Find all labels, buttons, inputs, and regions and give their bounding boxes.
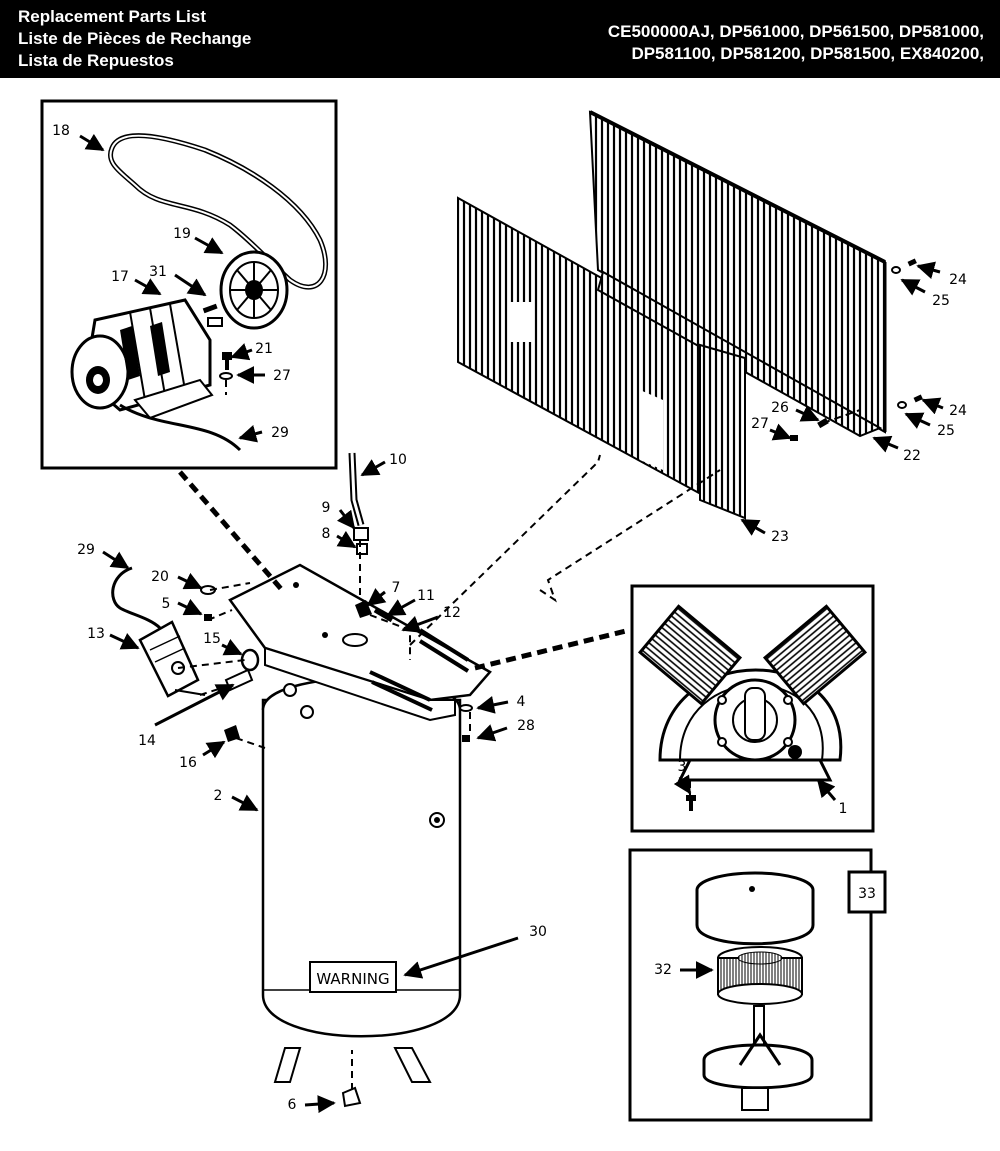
callout-numbers: 18 19 17 31 21 27 29 10 9 8 29 20 5 7 11… <box>52 123 967 1113</box>
pump-inset-panel <box>630 584 875 833</box>
air-filter-inset-panel <box>628 848 887 1122</box>
title-french: Liste de Pièces de Rechange <box>18 29 252 48</box>
leader-lines <box>177 380 861 1090</box>
callout-25-top: 25 <box>932 293 950 309</box>
callout-28: 28 <box>517 718 535 734</box>
callout-21: 21 <box>255 341 273 357</box>
header-bar: Replacement Parts List Liste de Pièces d… <box>0 0 1000 78</box>
callout-arrows <box>79 133 944 1114</box>
belt-guard <box>457 110 923 520</box>
callout-2: 2 <box>214 788 223 804</box>
callout-29-motor: 29 <box>271 425 289 441</box>
callout-23: 23 <box>771 529 789 545</box>
power-cord <box>119 403 242 452</box>
model-list-line-1: CE500000AJ, DP561000, DP561500, DP581000… <box>607 22 984 41</box>
callout-10: 10 <box>389 452 407 468</box>
callout-30: 30 <box>529 924 547 940</box>
callout-5: 5 <box>162 596 171 612</box>
callout-27-motor: 27 <box>273 368 291 384</box>
motor-inset-panel <box>40 99 338 470</box>
callout-22: 22 <box>903 448 921 464</box>
discharge-tube <box>348 452 394 623</box>
callout-9: 9 <box>322 500 331 516</box>
title-spanish: Lista de Repuestos <box>18 51 174 70</box>
callout-11: 11 <box>417 588 435 604</box>
air-tank: WARNING <box>228 563 492 1108</box>
callout-27-guard: 27 <box>751 416 769 432</box>
callout-14: 14 <box>138 733 156 749</box>
callout-15: 15 <box>203 631 221 647</box>
callout-16: 16 <box>179 755 197 771</box>
callout-1: 1 <box>839 801 848 817</box>
callout-32: 32 <box>654 962 672 978</box>
parts-diagram: WARNING <box>40 99 967 1122</box>
callout-31: 31 <box>149 264 167 280</box>
callout-7: 7 <box>392 580 401 596</box>
callout-33: 33 <box>858 886 876 902</box>
callout-26: 26 <box>771 400 789 416</box>
callout-8: 8 <box>322 526 331 542</box>
model-list-line-2: DP581100, DP581200, DP581500, EX840200, <box>631 44 984 63</box>
callout-18: 18 <box>52 123 70 139</box>
callout-12: 12 <box>443 605 461 621</box>
warning-label: WARNING <box>316 970 389 988</box>
motor-pulley <box>219 250 289 330</box>
callout-19: 19 <box>173 226 191 242</box>
callout-17: 17 <box>111 269 129 285</box>
callout-20: 20 <box>151 569 169 585</box>
callout-25-bottom: 25 <box>937 423 955 439</box>
callout-24-bottom: 24 <box>949 403 967 419</box>
callout-29-switch: 29 <box>77 542 95 558</box>
callout-3: 3 <box>678 759 687 775</box>
callout-13: 13 <box>87 626 105 642</box>
callout-24-top: 24 <box>949 272 967 288</box>
electric-motor <box>70 298 223 420</box>
callout-6: 6 <box>288 1097 297 1113</box>
title-english: Replacement Parts List <box>18 7 207 26</box>
callout-4: 4 <box>517 694 526 710</box>
